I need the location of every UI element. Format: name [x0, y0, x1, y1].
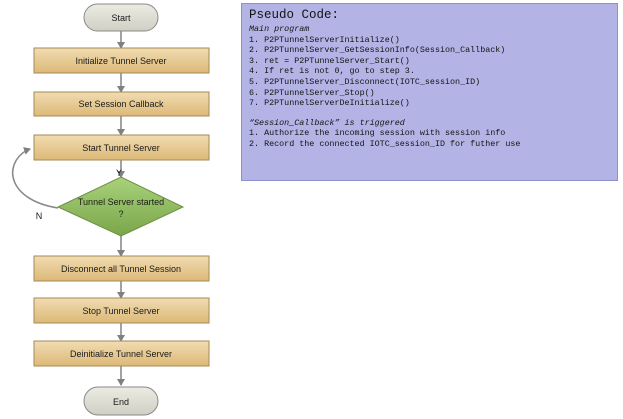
callback-heading: “Session_Callback” is triggered — [249, 117, 405, 128]
step-initialize-label: Initialize Tunnel Server — [75, 56, 166, 66]
decision-no-label: N — [36, 211, 43, 221]
main-line-2: 2. P2PTunnelServer_GetSessionInfo(Sessio… — [249, 45, 506, 56]
end-node: End — [83, 386, 159, 416]
callback-line-1: 1. Authorize the incoming session with s… — [249, 128, 506, 139]
step-deinitialize-tunnel-server: Deinitialize Tunnel Server — [33, 340, 210, 367]
pseudo-code-panel: Pseudo Code: Main program 1. P2PTunnelSe… — [241, 3, 618, 181]
callback-line-2: 2. Record the connected IOTC_session_ID … — [249, 138, 521, 149]
pseudo-code-title: Pseudo Code: — [249, 8, 340, 22]
main-line-3: 3. ret = P2PTunnelServer_Start() — [249, 55, 410, 66]
decision-yes-label: Y — [116, 168, 122, 178]
start-node: Start — [83, 3, 159, 32]
main-line-1: 1. P2PTunnelServerInitialize() — [249, 34, 400, 45]
main-line-5: 5. P2PTunnelServer_Disconnect(IOTC_sessi… — [249, 76, 481, 87]
main-line-7: 7. P2PTunnelServerDeInitialize() — [249, 98, 410, 109]
decision-label-line1: Tunnel Server started — [78, 197, 164, 207]
step-deinitialize-label: Deinitialize Tunnel Server — [70, 349, 172, 359]
connector-decision-no-loop — [11, 147, 59, 209]
start-label: Start — [111, 13, 131, 23]
step-set-session-callback: Set Session Callback — [33, 91, 210, 117]
step-start-tunnel-server: Start Tunnel Server — [33, 134, 210, 161]
step-disconnect-label: Disconnect all Tunnel Session — [61, 264, 181, 274]
decision-tunnel-server-started: Tunnel Server started ? — [56, 176, 185, 237]
connectors — [11, 31, 125, 386]
main-program-heading: Main program — [249, 24, 310, 34]
step-stop-label: Stop Tunnel Server — [82, 306, 159, 316]
step-disconnect-all-tunnel-session: Disconnect all Tunnel Session — [33, 255, 210, 282]
decision-label-line2: ? — [118, 209, 123, 219]
step-start-server-label: Start Tunnel Server — [82, 143, 160, 153]
main-line-4: 4. If ret is not 0, go to step 3. — [249, 66, 415, 77]
step-set-callback-label: Set Session Callback — [78, 99, 164, 109]
step-initialize-tunnel-server: Initialize Tunnel Server — [33, 47, 210, 74]
main-line-6: 6. P2PTunnelServer_Stop() — [249, 87, 375, 98]
step-stop-tunnel-server: Stop Tunnel Server — [33, 297, 210, 324]
end-label: End — [113, 397, 129, 407]
